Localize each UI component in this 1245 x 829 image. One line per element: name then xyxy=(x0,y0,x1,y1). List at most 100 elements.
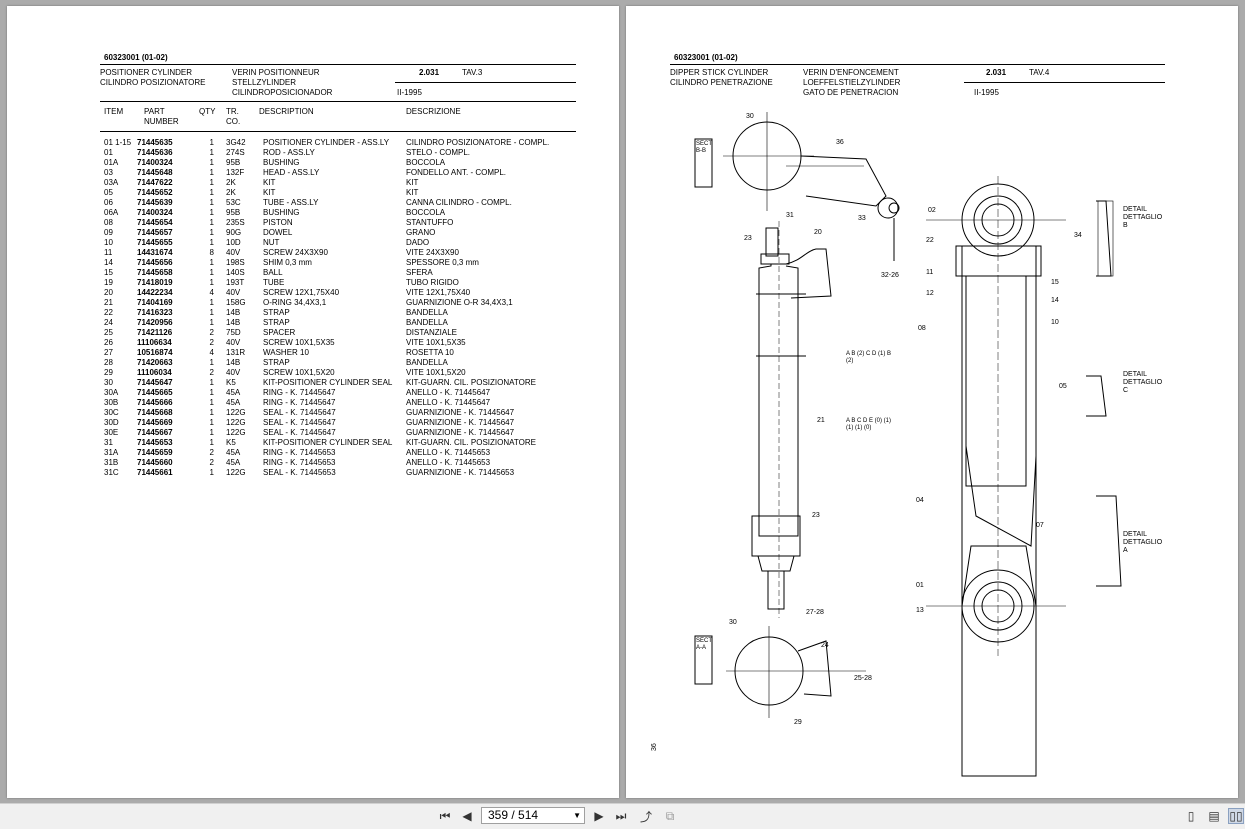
cell-item: 30 xyxy=(104,378,113,387)
cell-descr: GUARNIZIONE - K. 71445647 xyxy=(406,428,515,437)
col-co: CO. xyxy=(226,117,241,126)
callout-30: 30 xyxy=(746,113,754,120)
cell-descr: STANTUFFO xyxy=(406,218,454,227)
cell-tr: 122G xyxy=(226,408,246,417)
single-page-view-button[interactable]: ▯ xyxy=(1183,808,1199,824)
next-page-button[interactable]: ▶ xyxy=(591,808,607,824)
prev-page-button[interactable]: ◀ xyxy=(459,808,475,824)
cell-descr: BOCCOLA xyxy=(406,208,446,217)
cell-qty: 1 xyxy=(209,408,214,417)
title-es: GATO DE PENETRACION xyxy=(803,88,899,97)
cell-qty: 1 xyxy=(209,148,214,157)
cell-descr: DADO xyxy=(406,238,430,247)
cell-desc: SHIM 0,3 mm xyxy=(263,258,312,267)
col-tr: TR. xyxy=(226,107,239,116)
cell-tr: 2K xyxy=(226,178,236,187)
cell-item: 31 xyxy=(104,438,113,447)
callout-32-26: 32-26 xyxy=(881,272,899,279)
cell-desc: RING - K. 71445647 xyxy=(263,398,336,407)
cell-tr: 40V xyxy=(226,288,241,297)
cell-desc: RING - K. 71445647 xyxy=(263,388,336,397)
cell-item: 24 xyxy=(104,318,113,327)
callout-02: 02 xyxy=(928,207,936,214)
cell-item: 01A xyxy=(104,158,119,167)
section-code: 2.031 xyxy=(986,68,1007,77)
cell-item: 20 xyxy=(104,288,113,297)
section-code: 2.031 xyxy=(419,68,440,77)
two-page-view-button[interactable]: ▯▯ xyxy=(1228,808,1244,824)
cell-tr: 14B xyxy=(226,358,241,367)
tav-number: TAV.4 xyxy=(1029,68,1050,77)
cell-part: 71445635 xyxy=(137,138,173,147)
cell-desc: POSITIONER CYLINDER - ASS.LY xyxy=(263,138,390,147)
cell-tr: 131R xyxy=(226,348,246,357)
cell-tr: 10D xyxy=(226,238,241,247)
last-page-button[interactable]: ⏭ xyxy=(613,808,629,824)
title-de: STELLZYLINDER xyxy=(232,78,297,87)
cell-qty: 2 xyxy=(209,458,214,467)
cell-desc: SPACER xyxy=(263,328,296,337)
exploded-drawing: 36 xyxy=(651,112,1122,777)
title-fr: VERIN POSITIONNEUR xyxy=(232,68,320,77)
rotate-button[interactable]: ⤴ xyxy=(638,808,654,824)
legend-34: A B C D E (0) (1) (1) (1) (0) xyxy=(846,418,892,431)
cell-part: 71445658 xyxy=(137,268,173,277)
cell-tr: 198S xyxy=(226,258,245,267)
cell-tr: 235S xyxy=(226,218,245,227)
cell-desc: BUSHING xyxy=(263,158,300,167)
cell-part: 71400324 xyxy=(137,208,173,217)
cell-item: 10 xyxy=(104,238,113,247)
cell-desc: STRAP xyxy=(263,308,290,317)
cell-qty: 1 xyxy=(209,438,214,447)
cell-descr: CANNA CILINDRO - COMPL. xyxy=(406,198,512,207)
cell-part: 11106034 xyxy=(137,368,172,377)
cell-item: 06 xyxy=(104,198,113,207)
cell-part: 71445660 xyxy=(137,458,173,467)
col-item: ITEM xyxy=(104,107,124,116)
cell-descr: DISTANZIALE xyxy=(406,328,457,337)
cell-desc: SEAL - K. 71445647 xyxy=(263,428,336,437)
cell-part: 71445639 xyxy=(137,198,173,207)
issue-date: II-1995 xyxy=(974,88,999,97)
cell-desc: KIT-POSITIONER CYLINDER SEAL xyxy=(263,438,393,447)
cell-desc: HEAD - ASS.LY xyxy=(263,168,320,177)
cell-qty: 1 xyxy=(209,468,214,477)
fit-button[interactable]: ⧉ xyxy=(662,808,678,824)
cell-descr: VITE 24X3X90 xyxy=(406,248,459,257)
sect-bb-box xyxy=(694,138,713,188)
continuous-view-button[interactable]: ▤ xyxy=(1206,808,1222,824)
callout-35: 34 xyxy=(1074,232,1082,239)
cell-desc: SCREW 10X1,5X20 xyxy=(263,368,335,377)
callout-04: 04 xyxy=(916,497,924,504)
page-number-select[interactable]: 359 / 514▼ xyxy=(481,807,585,824)
cell-qty: 1 xyxy=(209,188,214,197)
cell-tr: 53C xyxy=(226,198,241,207)
cell-qty: 2 xyxy=(209,448,214,457)
cell-item: 21 xyxy=(104,298,113,307)
cell-descr: GUARNIZIONE O-R 34,4X3,1 xyxy=(406,298,513,307)
callout-08: 08 xyxy=(918,325,926,332)
cell-descr: VITE 12X1,75X40 xyxy=(406,288,471,297)
title-en: DIPPER STICK CYLINDER xyxy=(670,68,769,77)
cell-item: 19 xyxy=(104,278,113,287)
cell-item: 03A xyxy=(104,178,119,187)
cell-part: 71445648 xyxy=(137,168,173,177)
cell-tr: 45A xyxy=(226,458,241,467)
cell-descr: KIT xyxy=(406,178,419,187)
cell-descr: ANELLO - K. 71445653 xyxy=(406,448,491,457)
cell-descr: GRANO xyxy=(406,228,436,237)
callout-05: 05 xyxy=(1059,383,1067,390)
cell-descr: ROSETTA 10 xyxy=(406,348,454,357)
cell-tr: 40V xyxy=(226,248,241,257)
first-page-button[interactable]: ⏮ xyxy=(437,808,453,824)
cell-qty: 1 xyxy=(209,298,214,307)
cell-descr: KIT-GUARN. CIL. POSIZIONATORE xyxy=(406,378,536,387)
callout-15: 15 xyxy=(1051,279,1059,286)
